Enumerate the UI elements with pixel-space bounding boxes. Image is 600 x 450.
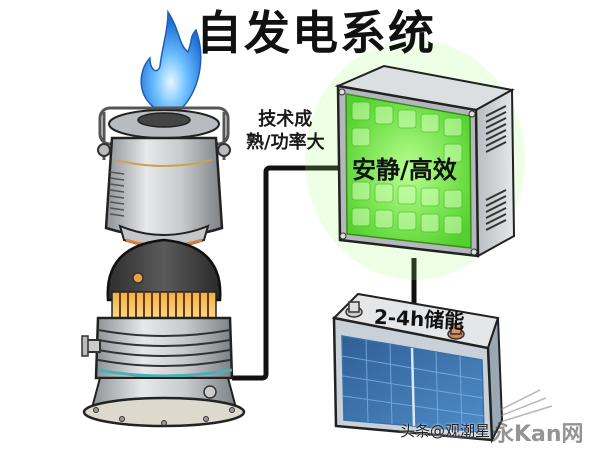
- blue-flame-icon: [140, 9, 202, 113]
- gas-generator: [81, 9, 246, 428]
- generator-label-line2: 熟/功率大: [246, 132, 325, 153]
- generator-label: 技术成 熟/功率大: [246, 108, 325, 154]
- fuel-cell-box: [305, 40, 525, 280]
- power-cable: [232, 165, 345, 381]
- battery-label: 2-4h储能: [373, 304, 465, 334]
- author-watermark: 头条@观潮星: [400, 422, 491, 440]
- faded-watermark: 永Kan网: [492, 422, 584, 447]
- generator-label-line1: 技术成: [258, 109, 313, 130]
- page-title: 自发电系统: [196, 6, 436, 60]
- fuel-cell-label: 安静/高效: [352, 156, 457, 184]
- storage-battery: [331, 292, 553, 444]
